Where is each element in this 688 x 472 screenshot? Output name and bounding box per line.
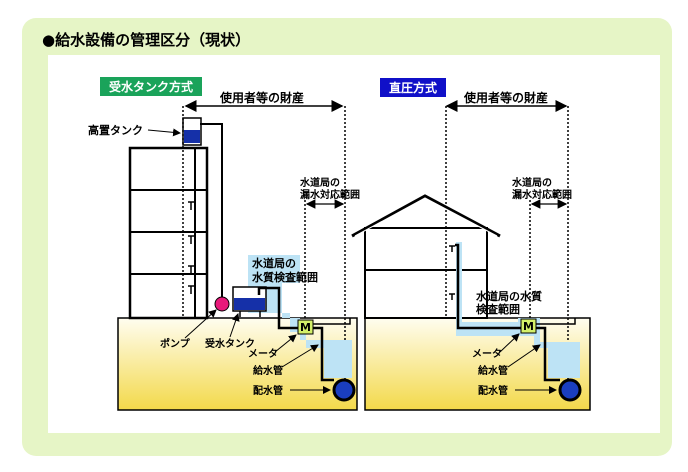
property-label: 使用者等の財産 (463, 90, 548, 105)
quality-range-label-2: 水質検査範囲 (252, 270, 318, 284)
meter (520, 318, 537, 334)
receiving-tank-label: 受水タンク (205, 337, 255, 350)
leak-range-label-1: 水道局の (511, 176, 552, 189)
leak-range-label-2: 漏水対応範囲 (512, 188, 572, 201)
service-pipe-label: 給水管 (478, 364, 508, 377)
ground (117, 317, 358, 411)
distribution-main (332, 378, 356, 402)
meter-symbol: M (300, 321, 311, 334)
quality-range-label-1: 水道局の (252, 256, 296, 270)
meter-label: メータ (248, 348, 278, 360)
leak-range-label-2: 漏水対応範囲 (300, 188, 360, 201)
main-pipe-label: 配水管 (478, 384, 508, 397)
meter-label: メータ (472, 348, 502, 360)
distribution-main (558, 378, 582, 402)
faucet-icons (449, 245, 455, 300)
faucet-icons (188, 201, 194, 294)
house (364, 227, 488, 319)
meter-symbol: M (523, 320, 534, 333)
right-panel-direct-pressure-method: 直圧方式 使用者等の財産 水道局の水質 検査範囲 水道局の 漏水対応範囲 M メ… (351, 78, 591, 411)
house-roof (351, 194, 501, 238)
main-pipe-label: 配水管 (253, 384, 283, 397)
quality-range-label-1: 水道局の水質 (476, 289, 542, 303)
meter (297, 319, 314, 335)
method-badge (380, 78, 446, 97)
water-quality-range-area (450, 242, 580, 378)
page-title: ●給水設備の管理区分（現状） (42, 31, 251, 49)
method-badge (100, 77, 202, 96)
left-panel-receiving-tank-method: 受水タンク方式 使用者等の財産 高置タンク 水道局の 水質検査範囲 水道局の 漏… (88, 77, 360, 411)
method-label: 直圧方式 (389, 80, 437, 95)
pump-label: ポンプ (160, 337, 191, 350)
service-pipe-label: 給水管 (253, 364, 283, 377)
quality-range-label-2: 検査範囲 (476, 302, 520, 316)
elevated-tank-label: 高置タンク (88, 123, 143, 137)
water-quality-range-area (248, 255, 352, 378)
method-label: 受水タンク方式 (109, 79, 193, 94)
pump (214, 296, 230, 312)
leak-range-label-1: 水道局の (299, 176, 340, 189)
property-label: 使用者等の財産 (219, 90, 304, 105)
